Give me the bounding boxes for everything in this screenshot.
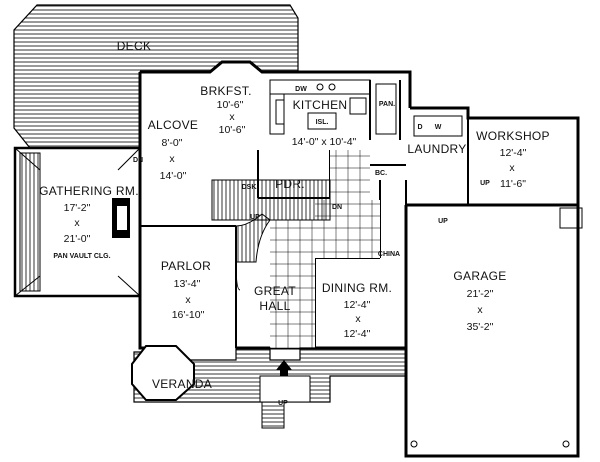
workshop-x: x [509, 162, 515, 174]
garage-label: GARAGE [453, 269, 506, 283]
staircase [211, 179, 331, 291]
kitchen-dw: DW [295, 86, 307, 93]
up-workshop-label: UP [480, 180, 490, 187]
laundry-label: LAUNDRY [407, 142, 466, 156]
laundry-w: W [435, 124, 442, 131]
dining-x: x [355, 313, 361, 325]
workshop-width: 12'-4" [500, 147, 527, 159]
dining-depth: 12'-4" [344, 328, 371, 340]
tile-floors [270, 150, 380, 348]
parlor-depth: 16'-10" [172, 309, 205, 321]
dn-alcove-label: DN [133, 157, 143, 164]
brkfst-width: 10'-6" [217, 99, 244, 111]
dn-stair-label: DN [332, 204, 342, 211]
up-stair-label: UP [250, 214, 260, 221]
great-hall-label-1: GREAT [254, 284, 296, 298]
brkfst-depth: 10'-6" [219, 124, 246, 136]
pdr-label: PDR. [275, 177, 305, 191]
alcove-label: ALCOVE [148, 118, 199, 132]
gathering-room [13, 146, 142, 298]
laundry-d: D [417, 124, 422, 131]
dining-width: 12'-4" [344, 299, 371, 311]
garage-depth: 35'-2" [467, 321, 494, 333]
deck-label: DECK [117, 39, 152, 53]
kitchen-dim: 14'-0" x 10'-4" [292, 136, 357, 148]
workshop-label: WORKSHOP [476, 129, 550, 143]
garage-width: 21'-2" [467, 288, 494, 300]
brkfst-label: BRKFST. [200, 84, 251, 98]
great-hall-label-2: HALL [259, 299, 290, 313]
kitchen-counters [269, 79, 463, 137]
gathering-width: 17'-2" [64, 202, 91, 214]
parlor-x: x [185, 294, 191, 306]
garage-details [410, 207, 583, 448]
gathering-x: x [74, 217, 80, 229]
dining-china: CHINA [378, 251, 400, 258]
dining-label: DINING RM. [322, 281, 392, 295]
up-garage-label: UP [438, 218, 448, 225]
parlor-width: 13'-4" [174, 278, 201, 290]
workshop-depth: 11'-6" [500, 178, 526, 190]
alcove-depth: 14'-0" [160, 170, 187, 182]
gathering-note: PAN VAULT CLG. [53, 253, 110, 260]
veranda [131, 345, 407, 429]
gathering-depth: 21'-0" [64, 233, 91, 245]
gathering-label: GATHERING RM. [39, 184, 139, 198]
kitchen-label: KITCHEN [293, 98, 348, 112]
garage-x: x [477, 304, 483, 316]
parlor-label: PARLOR [161, 259, 211, 273]
alcove-x: x [169, 153, 175, 165]
kitchen-pan: PAN. [379, 101, 395, 108]
brkfst-x: x [229, 111, 235, 123]
kitchen-isl: ISL. [316, 119, 329, 126]
up-entry-label: UP [278, 400, 288, 407]
laundry-bc: BC. [375, 170, 387, 177]
pdr-dsk: DSK. [242, 184, 259, 191]
veranda-label: VERANDA [152, 377, 212, 391]
alcove-width: 8'-0" [162, 137, 183, 149]
